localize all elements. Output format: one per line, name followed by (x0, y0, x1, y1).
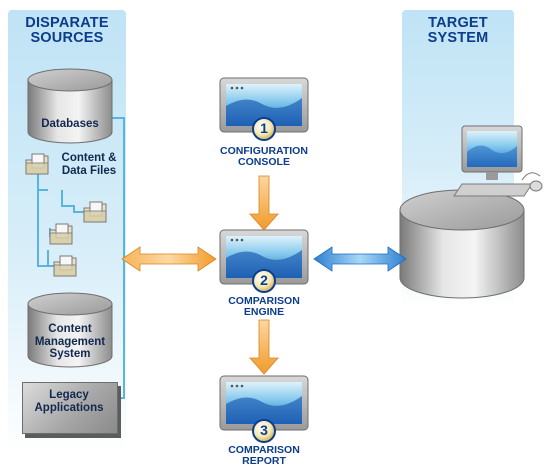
configuration-console-monitor-icon (219, 77, 309, 133)
step-1-number: 1 (260, 120, 268, 136)
content-data-files-label: Content & Data Files (61, 152, 117, 177)
folder-icon (25, 153, 49, 175)
folder-icons (25, 153, 107, 277)
comparison-report-label: COMPARISON REPORT (228, 444, 300, 468)
step-1-badge-icon (252, 117, 276, 141)
workstation-computer-icon (453, 125, 543, 197)
databases-cylinder-icon (27, 68, 113, 144)
folder-icon (83, 201, 107, 223)
legacy-applications-label: Legacy Applications (34, 389, 104, 414)
step-2-badge-icon (252, 269, 276, 293)
comparison-engine-monitor-icon (219, 229, 309, 285)
disparate-sources-title: DISPARATE SOURCES (25, 15, 109, 47)
step-3-badge-icon (252, 419, 276, 443)
comparison-engine-label: COMPARISON ENGINE (228, 295, 300, 319)
engine-to-report-arrow (249, 319, 279, 375)
comparison-report-monitor-icon (219, 375, 309, 431)
sources-engine-double-arrow (121, 246, 217, 272)
console-to-engine-arrow (249, 175, 279, 231)
folder-icon (53, 255, 77, 277)
content-management-system-label: Content Management System (34, 323, 106, 361)
engine-target-double-arrow (313, 246, 407, 272)
folder-icon (49, 223, 73, 245)
target-system-title: TARGET SYSTEM (427, 15, 489, 47)
configuration-console-label: CONFIGURATION CONSOLE (220, 145, 308, 169)
databases-label: Databases (41, 118, 99, 130)
target-database-cylinder-icon (399, 189, 525, 299)
step-3-number: 3 (260, 422, 268, 438)
legacy-applications-box-icon (22, 382, 118, 434)
cms-cylinder-icon (27, 292, 113, 368)
step-2-number: 2 (260, 272, 268, 288)
